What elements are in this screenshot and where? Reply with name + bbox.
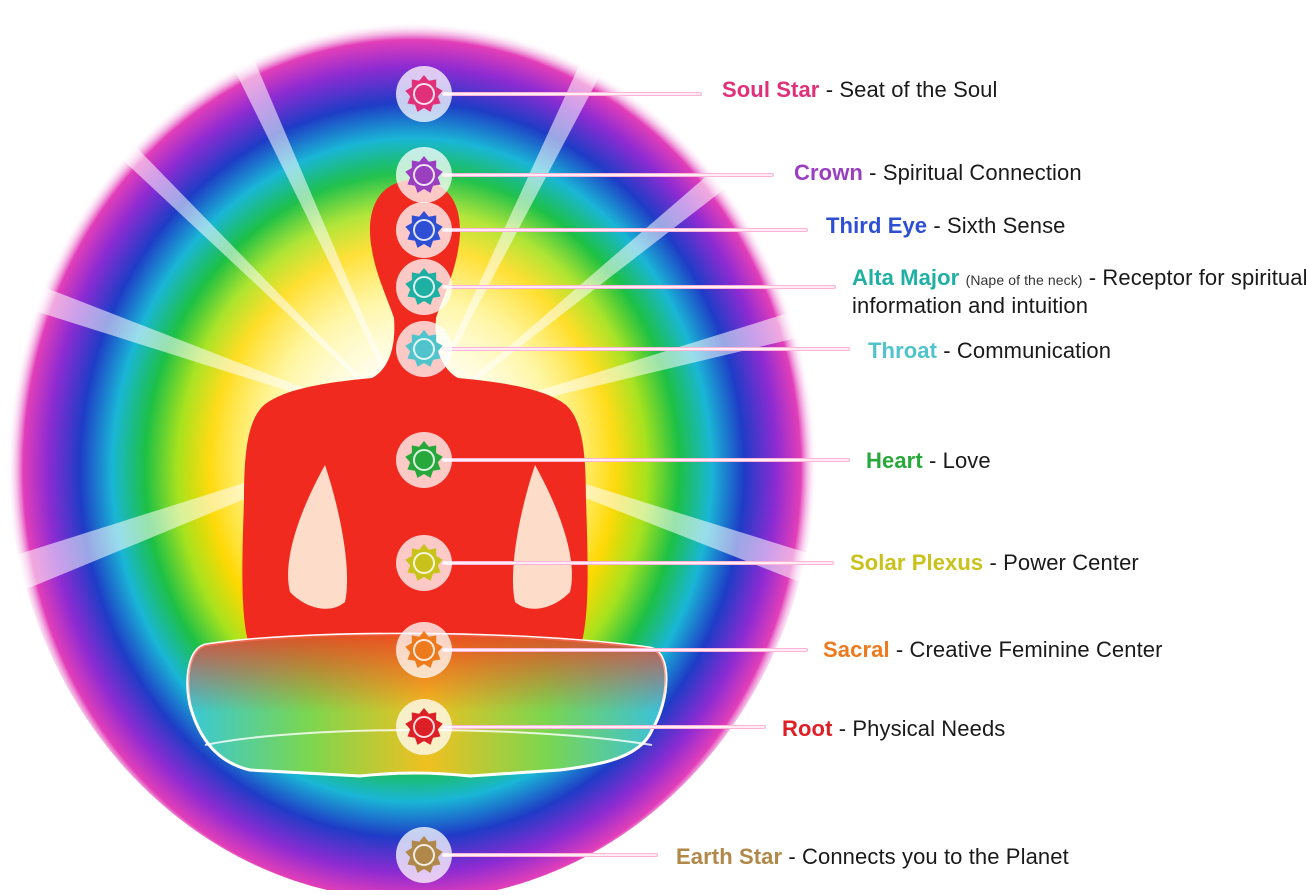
earth-star-name: Earth Star xyxy=(676,844,782,869)
third-eye-name: Third Eye xyxy=(826,213,927,238)
crown-label: Crown - Spiritual Connection xyxy=(794,160,1082,186)
throat-name: Throat xyxy=(868,338,937,363)
heart-star-icon xyxy=(396,432,452,488)
crown-star-icon xyxy=(396,147,452,203)
soul-star-description: Seat of the Soul xyxy=(839,77,997,102)
earth-star-star-icon xyxy=(396,827,452,883)
crown-description: Spiritual Connection xyxy=(883,160,1082,185)
third-eye-description: Sixth Sense xyxy=(947,213,1066,238)
earth-star-description: Connects you to the Planet xyxy=(802,844,1069,869)
heart-description: Love xyxy=(943,448,991,473)
sacral-star-icon xyxy=(396,622,452,678)
solar-plexus-star-icon xyxy=(396,535,452,591)
earth-star-label: Earth Star - Connects you to the Planet xyxy=(676,844,1069,870)
solar-plexus-name: Solar Plexus xyxy=(850,550,983,575)
third-eye-star-icon xyxy=(396,202,452,258)
soul-star-star-icon xyxy=(396,66,452,122)
solar-plexus-label: Solar Plexus - Power Center xyxy=(850,550,1139,576)
soul-star-name: Soul Star xyxy=(722,77,819,102)
alta-major-name: Alta Major xyxy=(852,265,959,290)
soul-star-label: Soul Star - Seat of the Soul xyxy=(722,77,998,103)
alta-major-note: (Nape of the neck) xyxy=(966,272,1083,288)
alta-major-label: Alta Major (Nape of the neck) - Receptor… xyxy=(852,265,1306,319)
root-star-icon xyxy=(396,699,452,755)
throat-star-icon xyxy=(396,321,452,377)
throat-label: Throat - Communication xyxy=(868,338,1111,364)
root-name: Root xyxy=(782,716,833,741)
third-eye-label: Third Eye - Sixth Sense xyxy=(826,213,1066,239)
alta-major-star-icon xyxy=(396,259,452,315)
sacral-description: Creative Feminine Center xyxy=(910,637,1163,662)
sacral-label: Sacral - Creative Feminine Center xyxy=(823,637,1163,663)
throat-description: Communication xyxy=(957,338,1111,363)
heart-label: Heart - Love xyxy=(866,448,991,474)
solar-plexus-description: Power Center xyxy=(1003,550,1139,575)
heart-name: Heart xyxy=(866,448,923,473)
root-description: Physical Needs xyxy=(852,716,1005,741)
sacral-name: Sacral xyxy=(823,637,890,662)
root-label: Root - Physical Needs xyxy=(782,716,1005,742)
crown-name: Crown xyxy=(794,160,863,185)
